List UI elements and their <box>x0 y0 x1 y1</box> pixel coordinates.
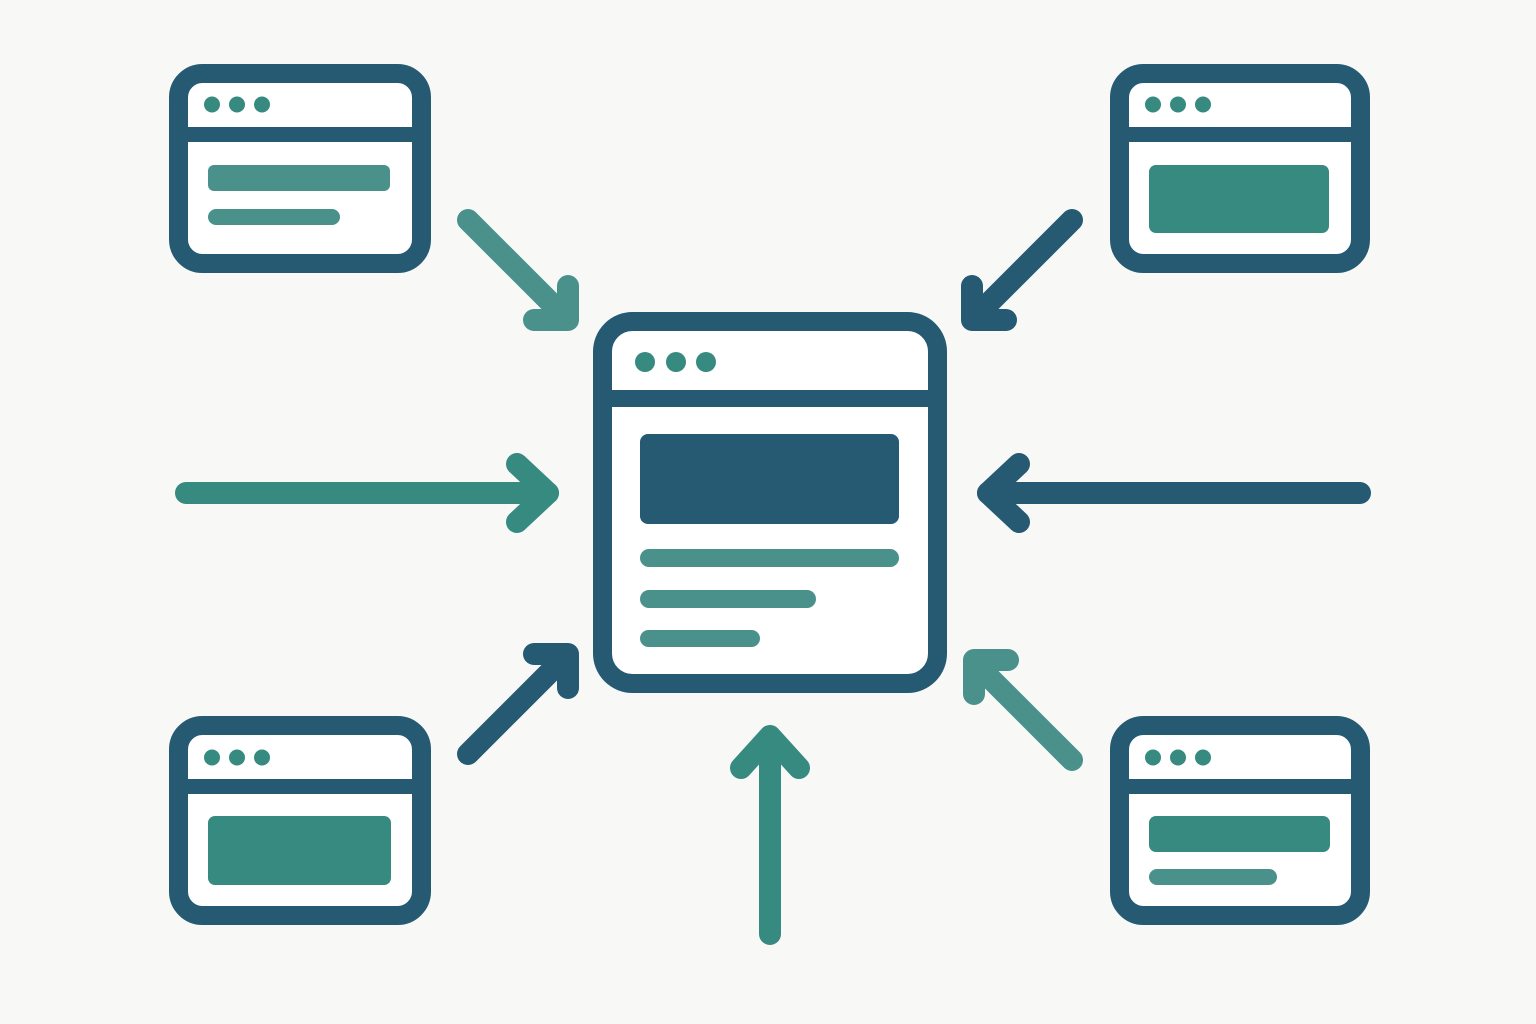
window-dot <box>1170 96 1186 113</box>
window-dot <box>635 352 655 372</box>
arrow-icon <box>961 209 1083 331</box>
text-line <box>640 590 816 608</box>
window-dot <box>1170 749 1186 766</box>
window-dot <box>204 749 220 766</box>
arrow-icon <box>457 209 579 331</box>
window-top-left <box>169 64 431 273</box>
text-line <box>1149 816 1330 852</box>
text-line <box>640 630 760 647</box>
window-center <box>593 312 947 693</box>
banner-block <box>208 816 391 885</box>
text-line <box>208 165 390 191</box>
arrow-icon <box>175 453 559 533</box>
arrow-icon <box>457 643 579 765</box>
window-dot <box>254 749 270 766</box>
window-dot <box>1195 96 1211 113</box>
text-line <box>208 209 340 225</box>
window-bottom-right <box>1110 716 1370 925</box>
window-dot <box>229 749 245 766</box>
text-line <box>1149 869 1277 885</box>
arrow-icon <box>977 453 1371 533</box>
window-dot <box>229 96 245 113</box>
window-dot <box>1145 749 1161 766</box>
window-bottom-left <box>169 716 431 925</box>
window-dot <box>254 96 270 113</box>
window-dot <box>696 352 716 372</box>
banner-block <box>640 434 899 524</box>
arrow-icon <box>730 725 810 945</box>
banner-block <box>1149 165 1329 233</box>
window-top-right <box>1110 64 1370 273</box>
window-dot <box>1145 96 1161 113</box>
arrow-icon <box>963 649 1083 771</box>
window-dot <box>1195 749 1211 766</box>
text-line <box>640 549 899 567</box>
window-dot <box>204 96 220 113</box>
window-dot <box>666 352 686 372</box>
